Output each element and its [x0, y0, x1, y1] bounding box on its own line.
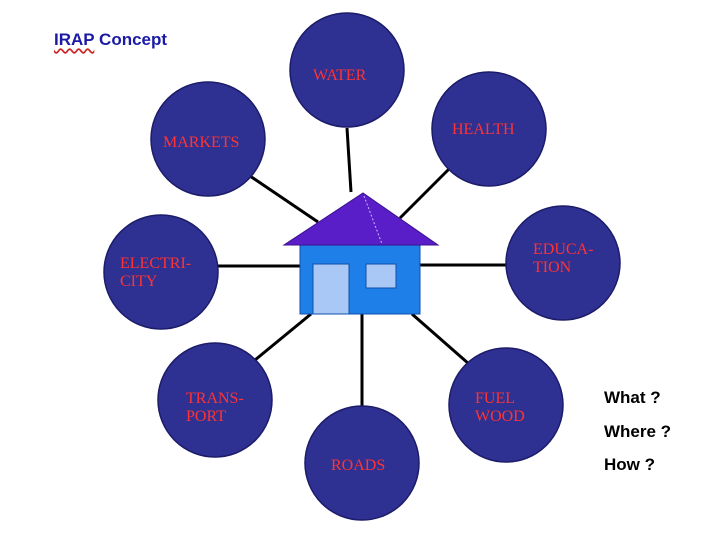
node-label-line: ROADS [331, 457, 385, 474]
node-label-health: HEALTH [452, 121, 515, 138]
node-label-line: HEALTH [452, 121, 515, 138]
house-roof [284, 193, 438, 245]
node-label-roads: ROADS [331, 457, 385, 474]
question-what: What ? [604, 388, 661, 408]
node-label-line: TION [533, 259, 572, 276]
spoke-markets [250, 176, 318, 222]
spoke-transport [255, 314, 311, 360]
node-label-water: WATER [313, 67, 367, 84]
house [284, 193, 438, 314]
node-label-markets: MARKETS [163, 134, 239, 151]
node-label-line: ELECTRI- [120, 255, 191, 272]
spoke-health [400, 165, 453, 218]
question-where: Where ? [604, 422, 671, 442]
house-window [366, 264, 396, 288]
node-label-line: WOOD [475, 408, 525, 425]
question-how: How ? [604, 455, 655, 475]
node-label-line: PORT [186, 408, 226, 425]
node-label-line: CITY [120, 273, 158, 290]
node-electricity [104, 215, 218, 329]
spoke-fuel-wood [412, 314, 469, 364]
node-label-line: EDUCA- [533, 241, 593, 258]
node-label-line: WATER [313, 67, 367, 84]
spoke-water [347, 128, 351, 192]
node-label-line: MARKETS [163, 134, 239, 151]
house-door [313, 264, 349, 314]
node-label-line: TRANS- [186, 390, 244, 407]
node-label-line: FUEL [475, 390, 515, 407]
